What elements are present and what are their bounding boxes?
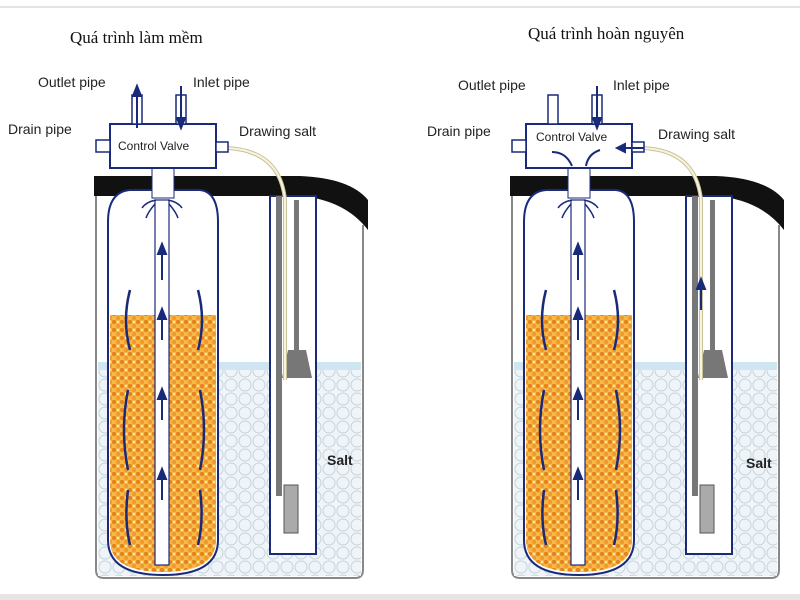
regeneration-illustration [510,86,784,579]
bottom-divider [0,594,800,600]
outlet-pipe-label: Outlet pipe [458,77,526,93]
salt-label: Salt [746,455,772,471]
drain-pipe [511,139,527,153]
diagram-title: Quá trình hoàn nguyên [528,24,685,43]
softener-illustration [94,83,368,579]
cabinet [95,185,364,579]
control-valve-label: Control Valve [118,139,190,153]
diagram-regeneration: Quá trình hoàn nguyên Outlet pipe Inlet … [416,0,800,600]
top-divider [0,6,800,8]
riser-tube [154,199,170,566]
diagram-softening: Quá trình làm mềm Outlet pipe Inlet pipe… [8,28,368,579]
float [698,350,728,378]
outlet-pipe-label: Outlet pipe [38,74,106,90]
drain-pipe-label: Drain pipe [8,121,72,137]
inlet-pipe-label: Inlet pipe [613,77,670,93]
inlet-pipe-label: Inlet pipe [193,74,250,90]
riser-tube [570,199,586,566]
brine-valve [699,484,715,534]
outlet-pipe [547,94,559,125]
brine-valve [283,484,299,534]
drain-pipe [95,139,111,153]
drawing-salt-label: Drawing salt [658,126,736,142]
float [282,350,312,378]
drain-pipe-label: Drain pipe [427,123,491,139]
control-valve-label: Control Valve [536,130,608,144]
drawing-salt-label: Drawing salt [239,123,317,139]
salt-label: Salt [327,452,353,468]
diagram-title: Quá trình làm mềm [70,28,203,47]
